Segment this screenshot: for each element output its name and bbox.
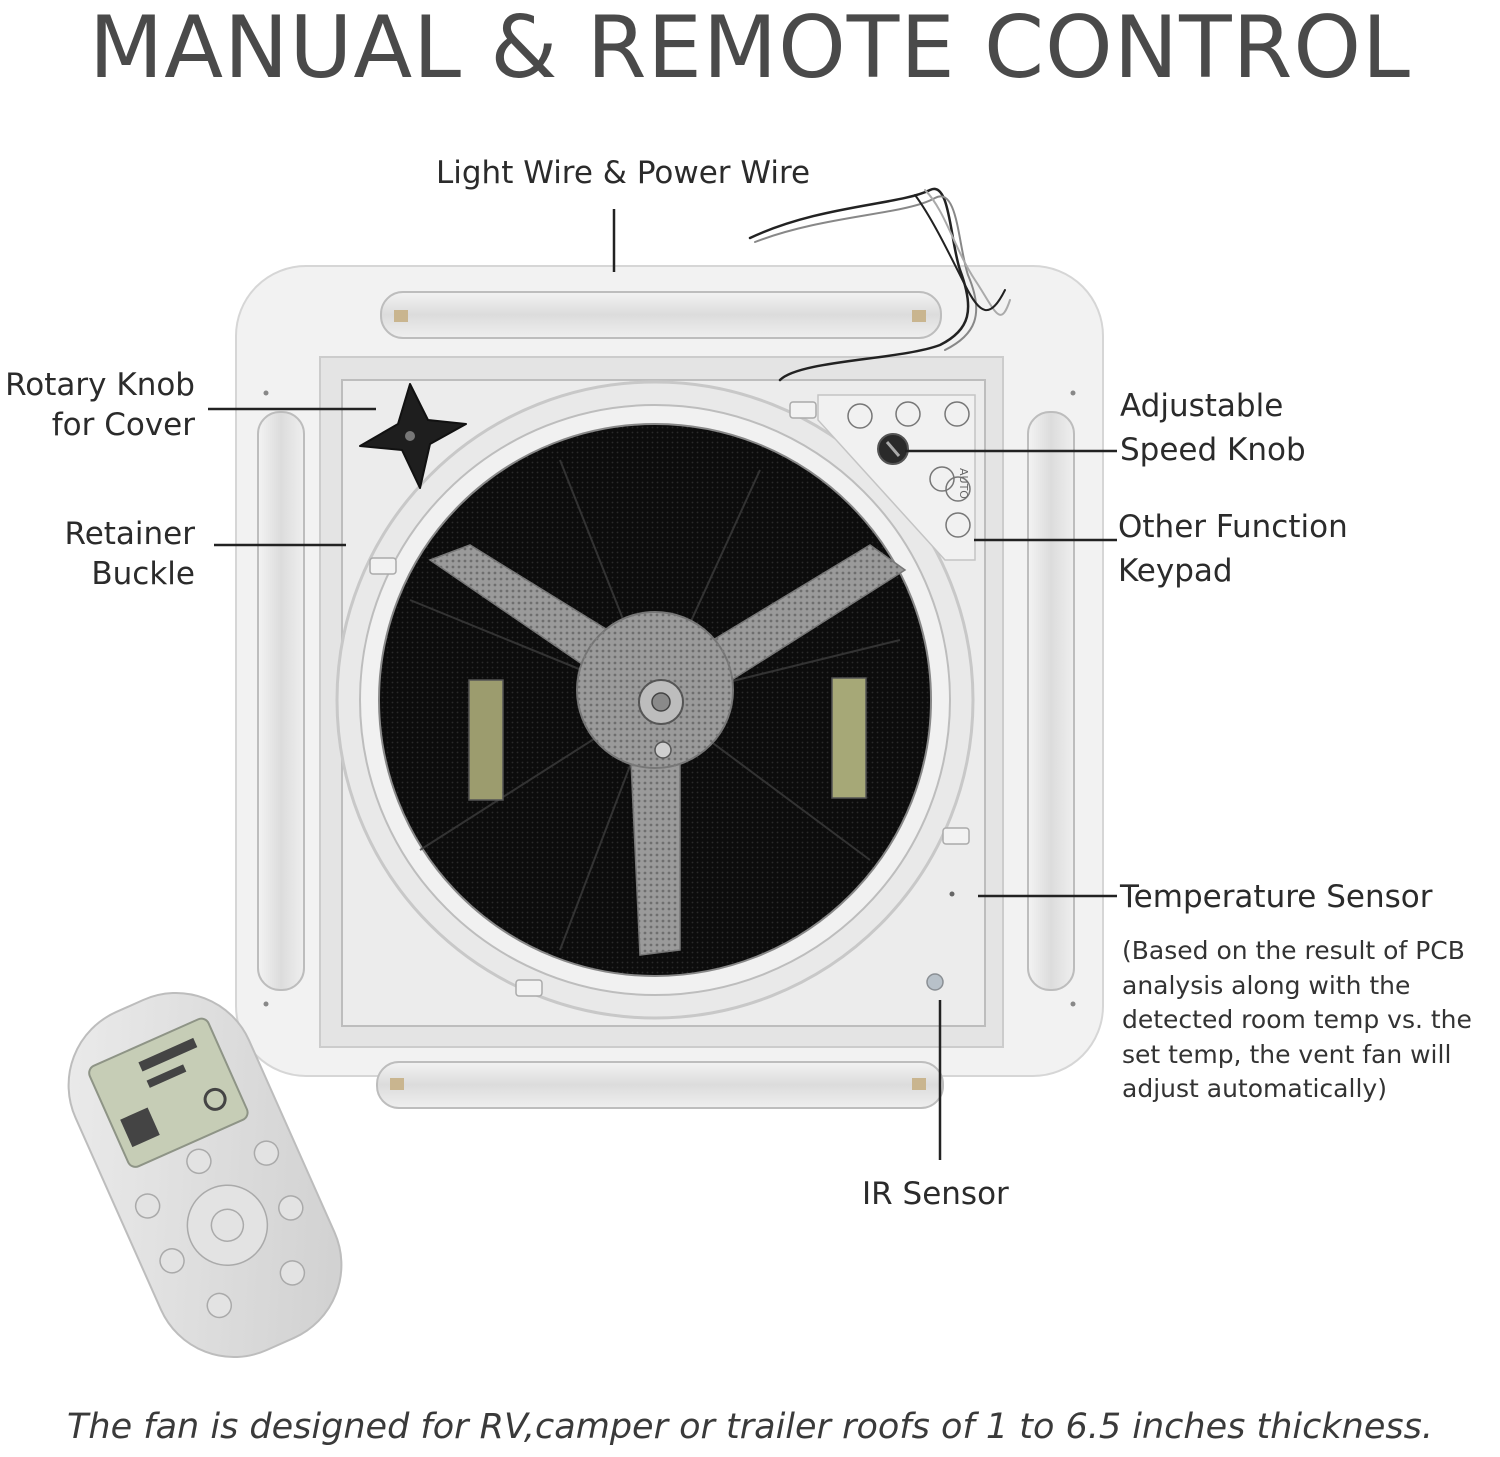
- rotary-knob-icon: [359, 383, 467, 489]
- label-rotary-knob-line1: Rotary Knob: [5, 367, 195, 403]
- label-speed-knob-line1: Adjustable: [1120, 388, 1284, 424]
- remote-control: [67, 991, 343, 1359]
- label-speed-knob-line2: Speed Knob: [1120, 432, 1306, 468]
- label-light-power-wire: Light Wire & Power Wire: [436, 155, 811, 191]
- label-rotary-knob-line2: for Cover: [51, 407, 195, 443]
- label-keypad: Other Function Keypad: [1118, 505, 1348, 593]
- fan-assembly: [335, 380, 975, 1020]
- label-retainer-buckle: Retainer Buckle: [0, 514, 195, 594]
- label-temperature-sensor: Temperature Sensor: [1120, 879, 1433, 915]
- label-retainer-buckle-line1: Retainer: [64, 516, 195, 552]
- page-title: MANUAL & REMOTE CONTROL: [89, 0, 1411, 98]
- keypad-auto-text: AUTO: [957, 468, 970, 499]
- temperature-sensor-dot: [949, 891, 955, 897]
- footer-caption: The fan is designed for RV,camper or tra…: [67, 1407, 1433, 1447]
- label-ir-sensor: IR Sensor: [862, 1176, 1009, 1212]
- control-keypad: AUTO: [817, 394, 976, 561]
- label-retainer-buckle-line2: Buckle: [91, 556, 195, 592]
- wires-icon: [748, 187, 1011, 382]
- ir-sensor-icon: [926, 973, 944, 991]
- label-keypad-line2: Keypad: [1118, 553, 1233, 589]
- leader-lines: [208, 209, 1117, 1160]
- light-bars: [257, 291, 1076, 1109]
- label-rotary-knob: Rotary Knob for Cover: [0, 365, 195, 445]
- temperature-sensor-note: (Based on the result of PCB analysis alo…: [1122, 936, 1472, 1103]
- label-keypad-line1: Other Function: [1118, 509, 1348, 545]
- label-speed-knob: Adjustable Speed Knob: [1120, 384, 1306, 472]
